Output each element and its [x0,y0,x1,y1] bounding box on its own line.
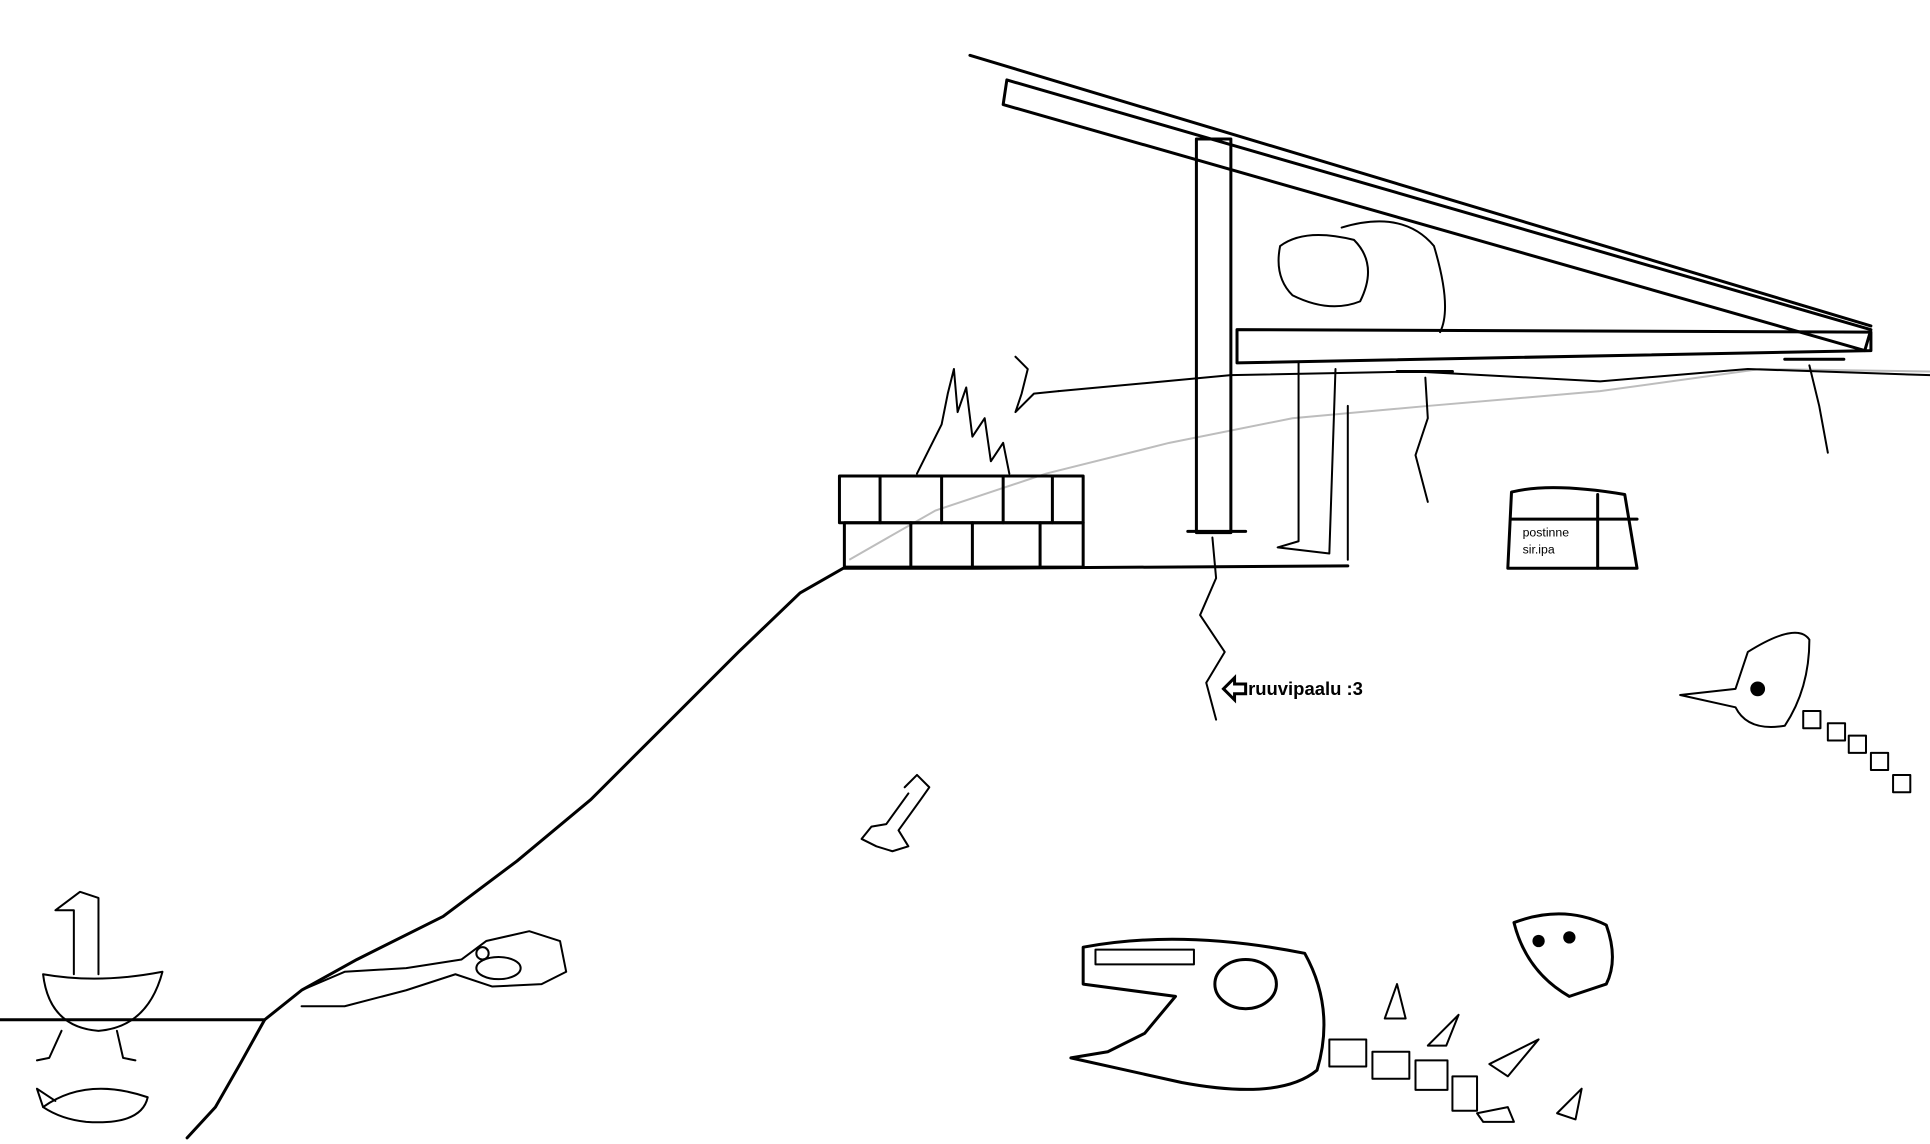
lean-to-shelter [970,55,1871,719]
mailbox-label-line2: sir.ipa [1523,543,1555,557]
bone [862,775,930,851]
bird [37,892,163,1061]
skull [1514,914,1612,996]
mailbox-label-line1: postinne [1523,525,1570,539]
screw-pile-annotation: ruuvipaalu :3 [1223,678,1363,700]
campfire [839,357,1083,567]
burrow [302,931,567,1006]
arrow-left-icon [1223,678,1245,700]
mouse-icon [476,947,520,979]
screw-pile-label: ruuvipaalu :3 [1248,678,1363,699]
dinosaur-skeleton [1071,939,1582,1122]
fish [37,1089,148,1123]
hill [0,369,1930,1138]
mailbox: postinne sir.ipa [1508,488,1637,569]
bird-skeleton [1680,633,1910,792]
troll [1278,221,1445,559]
